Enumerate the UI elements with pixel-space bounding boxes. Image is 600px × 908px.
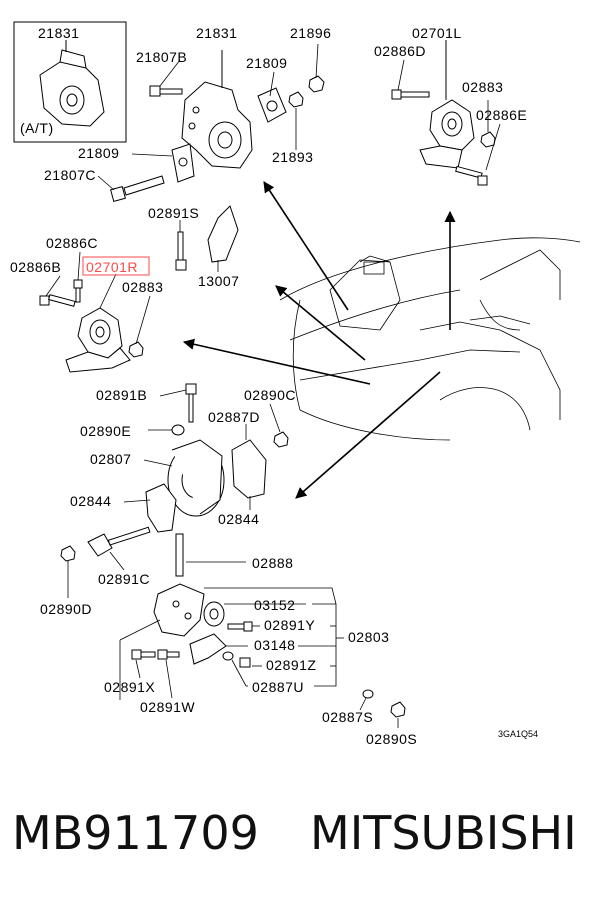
part-number: MB911709 — [12, 806, 259, 860]
diagram-code: 3GA1Q54 — [498, 729, 538, 739]
nut-21896 — [308, 75, 325, 93]
plate-21809-lower — [171, 143, 195, 183]
stud-02888 — [175, 533, 184, 577]
bracket-13007 — [207, 205, 239, 263]
washer-02887u — [222, 651, 234, 661]
stopper-02844-right — [231, 439, 267, 499]
label-02890c: 02890C — [244, 387, 296, 403]
washer-21893 — [288, 91, 304, 108]
label-21831: 21831 — [196, 25, 237, 41]
parts-diagram: 21831 (A/T) 21831 21807B 21809 21896 218… — [10, 21, 581, 747]
bolt-02891s — [175, 231, 187, 271]
label-02891c: 02891C — [98, 571, 150, 587]
bolt-02891z — [239, 657, 251, 668]
pointer-arrows — [182, 181, 456, 499]
label-02803: 02803 — [348, 629, 389, 645]
label-02891b: 02891B — [96, 387, 147, 403]
label-03152: 03152 — [254, 597, 295, 613]
label-02891y: 02891Y — [264, 617, 315, 633]
label-03148: 03148 — [254, 637, 295, 653]
label-02887s: 02887S — [322, 709, 373, 725]
label-02886d: 02886D — [374, 43, 426, 59]
label-02844-left: 02844 — [70, 493, 111, 509]
label-02883-top: 02883 — [462, 79, 503, 95]
label-02890d: 02890D — [40, 601, 92, 617]
washer-02887s — [362, 689, 374, 699]
bolt-21807b — [149, 85, 183, 97]
footer: MB911709 MITSUBISHI — [0, 800, 600, 880]
stopper-02844-left — [145, 483, 177, 533]
plate-21809-top — [257, 87, 287, 123]
label-02891s: 02891S — [148, 205, 199, 221]
nut-02883-top — [480, 131, 496, 148]
bracket-02803 — [153, 583, 205, 637]
label-02883-left: 02883 — [122, 279, 163, 295]
lever-03148 — [189, 633, 227, 665]
bolt-02886e — [455, 165, 488, 186]
label-02886b: 02886B — [10, 259, 61, 275]
highlight-box — [82, 256, 150, 276]
bolt-02891b — [185, 383, 197, 423]
label-02888: 02888 — [252, 555, 293, 571]
bolt-02891y — [227, 621, 253, 632]
label-02890e: 02890E — [80, 423, 131, 439]
nut-02890c — [273, 431, 289, 448]
label-02890s: 02890S — [366, 731, 417, 747]
label-at: (A/T) — [20, 120, 54, 136]
label-21809-top: 21809 — [246, 55, 287, 71]
mount-bracket-21831 — [181, 50, 253, 169]
label-02887u: 02887U — [252, 679, 304, 695]
bolt-21807c — [110, 175, 165, 202]
leader-lines — [45, 40, 501, 728]
mount-02807 — [167, 439, 225, 517]
label-02701l: 02701L — [412, 25, 462, 41]
part-labels: 21831 (A/T) 21831 21807B 21809 21896 218… — [10, 25, 538, 747]
label-02891z: 02891Z — [266, 657, 316, 673]
label-21807c: 21807C — [44, 167, 96, 183]
label-02807: 02807 — [90, 451, 131, 467]
nut-02890s — [390, 701, 406, 718]
label-02887d: 02887D — [208, 409, 260, 425]
label-21893: 21893 — [272, 149, 313, 165]
inset-box-at — [13, 21, 127, 143]
label-02844-right: 02844 — [218, 511, 259, 527]
mount-02701l — [419, 40, 475, 169]
bolt-02891c — [87, 526, 151, 557]
nut-02890d — [60, 545, 76, 562]
brand-name: MITSUBISHI — [310, 806, 577, 860]
label-21807b: 21807B — [136, 49, 187, 65]
bolt-02886b — [39, 294, 76, 307]
bolt-02891w — [157, 649, 180, 660]
bolt-02886d — [391, 89, 430, 100]
engine-bay-sketch — [279, 237, 581, 441]
label-13007: 13007 — [198, 273, 239, 289]
label-21831-inset: 21831 — [38, 25, 79, 41]
label-02886e: 02886E — [476, 107, 527, 123]
label-02701r-highlighted: 02701R — [86, 259, 138, 275]
label-02886c: 02886C — [46, 235, 98, 251]
washer-02890e — [171, 424, 185, 436]
mount-02701r — [65, 307, 131, 373]
label-21896: 21896 — [290, 25, 331, 41]
bolt-02891x — [131, 649, 156, 660]
nut-02883-left — [128, 341, 144, 358]
label-02891x: 02891X — [104, 679, 155, 695]
label-21809-lower: 21809 — [78, 145, 119, 161]
bolt-02886c — [73, 279, 83, 303]
bushing-03152 — [203, 601, 225, 627]
label-02891w: 02891W — [140, 699, 195, 715]
